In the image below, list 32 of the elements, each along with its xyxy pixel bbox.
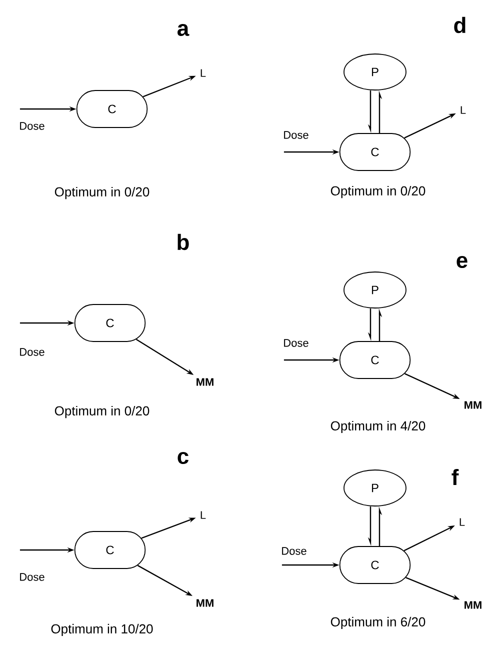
output-label: MM	[196, 599, 214, 607]
input-label: Dose	[20, 573, 44, 581]
output-label: MM	[196, 378, 214, 386]
input-label: Dose	[284, 131, 308, 139]
panel-letter: c	[178, 452, 188, 464]
compartment-box: C	[339, 546, 411, 584]
result-caption: Optimum in 4/20	[330, 420, 426, 434]
compartment-box: C	[76, 90, 148, 128]
panel-letter: f	[452, 469, 459, 485]
compartment-box: C	[74, 304, 146, 342]
result-caption: Optimum in 0/20	[54, 186, 150, 200]
compartment-box: C	[339, 133, 411, 171]
input-label: Dose	[284, 339, 308, 347]
output-label: MM	[464, 601, 482, 609]
panel-letter: d	[454, 16, 466, 34]
output-label: L	[200, 69, 206, 77]
result-caption: Optimum in 0/20	[330, 186, 426, 198]
result-caption: Optimum in 10/20	[51, 624, 153, 636]
compartment-box: C	[339, 341, 411, 379]
result-caption: Optimum in 6/20	[330, 616, 426, 630]
output-label: MM	[464, 401, 482, 409]
compartment-box: C	[74, 531, 146, 569]
panel-letter: e	[456, 256, 468, 268]
output-label: L	[460, 106, 466, 114]
panel-letter: a	[178, 24, 190, 36]
input-label: Dose	[20, 348, 44, 356]
result-caption: Optimum in 0/20	[54, 406, 150, 418]
output-label: L	[460, 518, 465, 526]
panel-letter: b	[178, 234, 189, 250]
output-label: L	[200, 511, 206, 519]
input-label: Dose	[282, 547, 306, 555]
input-label: Dose	[20, 122, 44, 130]
